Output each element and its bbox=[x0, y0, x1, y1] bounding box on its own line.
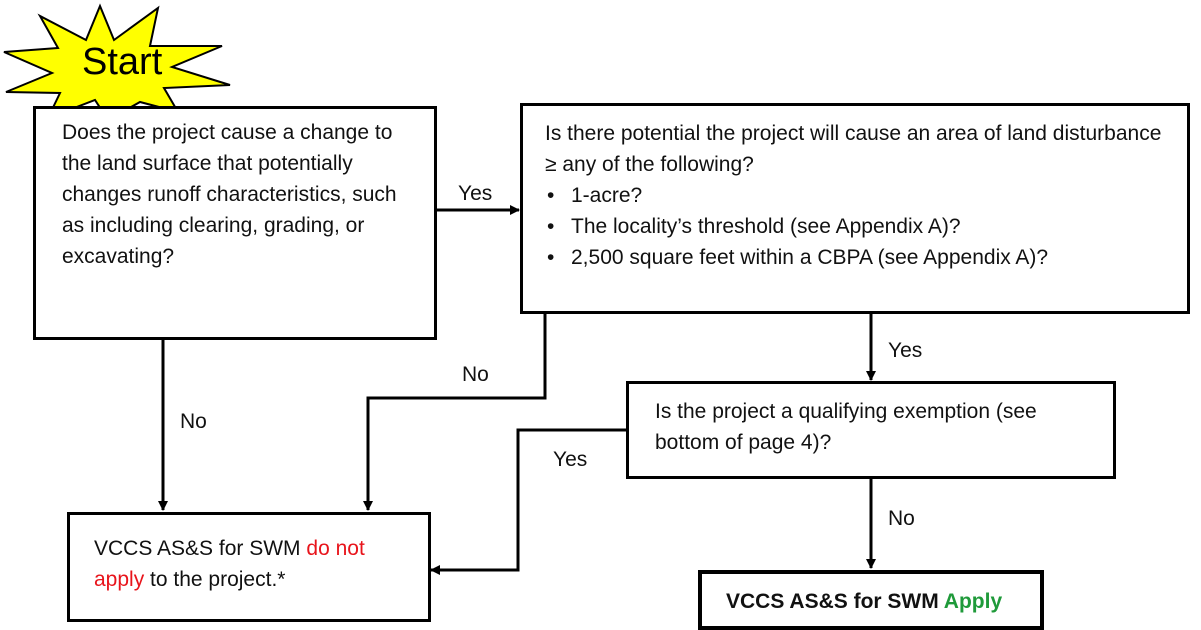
question-disturbance-threshold-text: Is there potential the project will caus… bbox=[545, 122, 1162, 176]
arrow-q2-to-not-apply bbox=[363, 313, 547, 511]
question-land-surface-change: Does the project cause a change to the l… bbox=[33, 106, 437, 340]
edge-label-q3-yes: Yes bbox=[553, 448, 588, 471]
edge-label-q3-no: No bbox=[888, 507, 915, 530]
outcome-not-apply: VCCS AS&S for SWM do not apply to the pr… bbox=[67, 512, 431, 622]
flow-connectors bbox=[3, 3, 876, 575]
outcome-not-apply-suffix: to the project.* bbox=[144, 568, 286, 591]
outcome-apply-highlight: Apply bbox=[943, 590, 1003, 613]
threshold-bullet-item: The locality’s threshold (see Appendix A… bbox=[545, 211, 1177, 242]
start-label: Start bbox=[82, 41, 163, 83]
question-land-surface-change-text: Does the project cause a change to the l… bbox=[62, 121, 397, 268]
question-qualifying-exemption: Is the project a qualifying exemption (s… bbox=[626, 381, 1116, 479]
question-disturbance-threshold: Is there potential the project will caus… bbox=[520, 103, 1190, 314]
threshold-bullet-item: 1-acre? bbox=[545, 180, 1177, 211]
outcome-apply-text: VCCS AS&S for SWM Apply bbox=[726, 589, 1030, 615]
threshold-bullet-list: 1-acre? The locality’s threshold (see Ap… bbox=[545, 180, 1177, 273]
outcome-not-apply-prefix: VCCS AS&S for SWM bbox=[94, 537, 307, 560]
edge-label-q2-yes: Yes bbox=[888, 339, 923, 362]
outcome-apply: VCCS AS&S for SWM Apply bbox=[698, 570, 1044, 630]
threshold-bullet-item: 2,500 square feet within a CBPA (see App… bbox=[545, 242, 1177, 273]
edge-label-q1-no: No bbox=[180, 410, 207, 433]
outcome-not-apply-text: VCCS AS&S for SWM do not apply to the pr… bbox=[94, 533, 418, 595]
outcome-apply-prefix: VCCS AS&S for SWM bbox=[726, 590, 944, 613]
arrow-q3-to-not-apply bbox=[430, 428, 628, 575]
edge-label-q2-no: No bbox=[462, 363, 489, 386]
question-qualifying-exemption-text: Is the project a qualifying exemption (s… bbox=[655, 400, 1037, 454]
outcome-not-apply-highlight: do not apply bbox=[94, 537, 365, 591]
edge-label-q1-yes: Yes bbox=[458, 182, 493, 205]
